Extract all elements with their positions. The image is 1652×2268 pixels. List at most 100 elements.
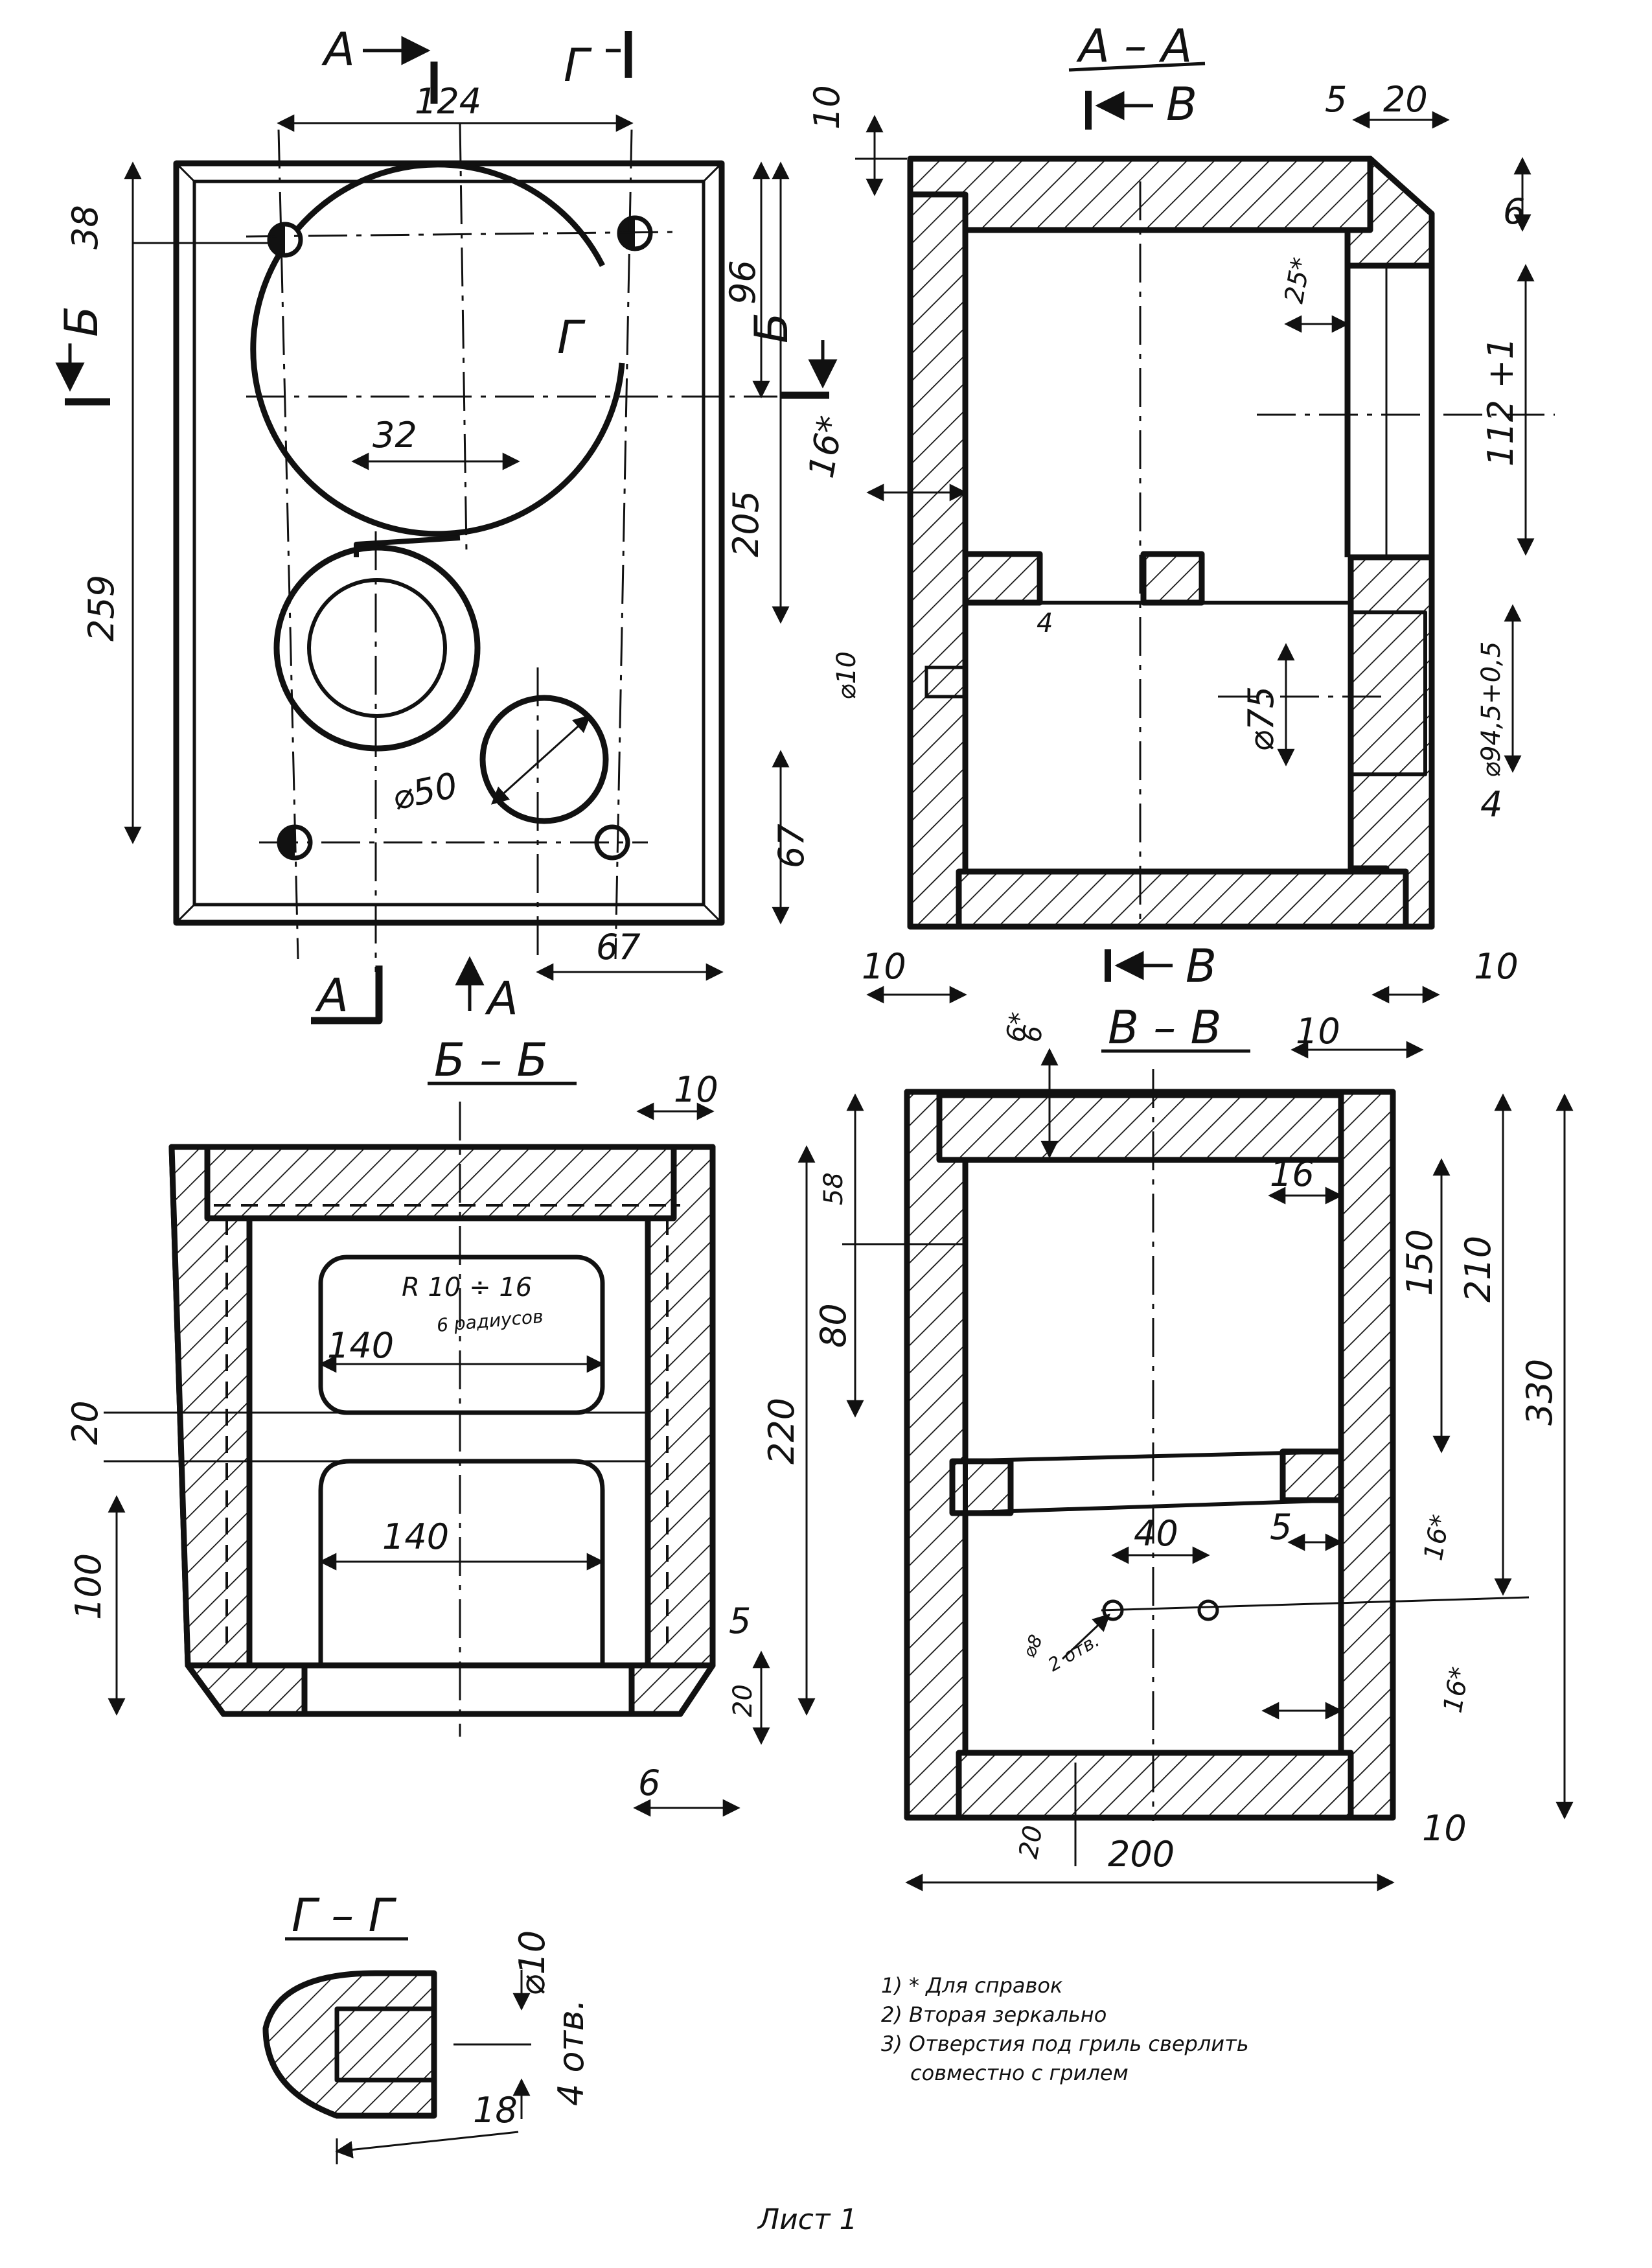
bb-right-wall <box>645 1144 716 1669</box>
dim-38: 38 <box>65 205 106 249</box>
notes-block: 1) * Для справок 2) Вторая зеркально 3) … <box>881 1973 1249 2085</box>
aa-dim-112: 112 +1 <box>1480 337 1521 467</box>
aa-dim-10-bottom-right: 10 <box>1474 946 1519 987</box>
vv-dim-10-bottom: 10 <box>1422 1808 1467 1849</box>
midrange-cutout-outer <box>273 544 481 752</box>
aa-dim-16: 16* <box>801 413 852 481</box>
section-mark-v-top: В <box>1166 78 1197 131</box>
front-panel-outline <box>173 160 725 926</box>
aa-left-wall <box>907 191 969 930</box>
aa-dim-dia-10: ⌀10 <box>832 651 862 700</box>
gg-dim-18: 18 <box>473 2090 518 2131</box>
midrange-cutout-inner <box>307 578 447 718</box>
gg-dim-4-holes: 4 отв. <box>551 1999 591 2106</box>
section-g-g: Г – Г ⌀10 4 отв. 18 <box>262 1889 591 2164</box>
note-3-continued: совместно с грилем <box>910 2061 1129 2085</box>
section-mark-g-top: Г <box>564 39 592 92</box>
bb-left-wall <box>168 1144 253 1669</box>
sheet-label: Лист 1 <box>757 2203 857 2236</box>
vv-right-wall <box>1338 1089 1396 1821</box>
aa-dim-6: 6 <box>1503 191 1525 232</box>
vv-bottom-wall <box>956 1750 1354 1821</box>
vv-dim-58: 58 <box>819 1172 849 1205</box>
bb-dim-140-lower: 140 <box>382 1516 449 1557</box>
dim-32: 32 <box>373 415 417 456</box>
vv-top-wall <box>936 1092 1344 1163</box>
bb-dim-20-bottom: 20 <box>728 1684 758 1717</box>
section-mark-v-bottom: В <box>1186 940 1217 993</box>
vv-dim-16-mid: 16* <box>1419 1512 1456 1563</box>
bb-dim-20: 20 <box>65 1400 106 1445</box>
aa-dim-20: 20 <box>1383 79 1428 120</box>
vv-shelf-right <box>1279 1448 1344 1503</box>
port-cutout <box>479 695 609 824</box>
bb-dim-220: 220 <box>761 1398 802 1464</box>
vv-dim-150: 150 <box>1399 1229 1440 1296</box>
woofer-cutout <box>250 161 625 537</box>
dim-124: 124 <box>415 81 481 122</box>
section-a-a: А – А 10 5 20 6 25* <box>801 19 1555 1045</box>
vv-shelf-left <box>949 1458 1014 1516</box>
bb-dim-10: 10 <box>674 1069 718 1110</box>
dim-dia-50: ⌀50 <box>389 765 461 818</box>
bb-dim-radius-count: 6 радиусов <box>436 1306 544 1336</box>
bb-dim-6: 6 <box>638 1763 660 1803</box>
note-3: 3) Отверстия под гриль сверлить <box>881 2031 1249 2056</box>
gg-hole <box>334 2006 437 2083</box>
vv-dim-20: 20 <box>1014 1823 1049 1861</box>
dim-67-horizontal: 67 <box>596 927 641 967</box>
vv-dim-10-top: 10 <box>1296 1011 1340 1052</box>
dim-205: 205 <box>726 491 766 557</box>
bb-bottom-left <box>185 1662 308 1717</box>
dim-67-vertical: 67 <box>771 824 812 868</box>
front-view: 124 38 96 259 205 32 ⌀50 67 67 А Г Б Б Г… <box>55 23 838 1025</box>
aa-dim-5: 5 <box>1325 79 1347 120</box>
section-mark-b-right: Б <box>745 312 798 343</box>
vv-dim-5: 5 <box>1270 1507 1292 1547</box>
vv-dim-80: 80 <box>813 1303 854 1348</box>
vv-dim-16: 16 <box>1270 1153 1314 1194</box>
section-v-v-title: В – В <box>1108 1001 1222 1054</box>
bb-lower-window <box>318 1459 605 1665</box>
gg-grille-block <box>262 1970 437 2119</box>
bb-dim-radius: R 10 ÷ 16 <box>402 1273 532 1302</box>
aa-dim-dia-94: ⌀94,5+0,5 <box>1476 642 1506 778</box>
aa-dim-dia-75: ⌀75 <box>1241 686 1281 752</box>
aa-shelf-left <box>962 551 1043 606</box>
section-mark-a-top: А <box>321 23 355 76</box>
section-mark-a-bottom-right: А <box>485 972 518 1025</box>
bb-dim-100: 100 <box>68 1553 109 1620</box>
bb-top-wall <box>204 1144 677 1221</box>
section-g-g-title: Г – Г <box>292 1889 397 1942</box>
section-mark-g-inner: Г <box>557 311 586 364</box>
front-panel-inner-edge <box>192 179 706 907</box>
vv-dim-40: 40 <box>1134 1513 1178 1554</box>
aa-shelf-mid <box>1140 551 1205 606</box>
bb-dim-5: 5 <box>729 1601 751 1641</box>
section-mark-b-left: Б <box>55 306 108 337</box>
section-b-b-title: Б – Б <box>434 1034 548 1087</box>
vv-dim-210: 210 <box>1458 1236 1498 1302</box>
bb-bottom-right <box>628 1662 716 1717</box>
vv-dim-dia-8: ⌀8 <box>1018 1632 1047 1661</box>
dim-259: 259 <box>81 575 122 642</box>
aa-dim-4-right: 4 <box>1480 784 1502 825</box>
vv-dim-2-holes: 2 отв. <box>1044 1630 1103 1676</box>
gg-dim-dia-10: ⌀10 <box>512 1930 553 1996</box>
vv-dim-16-bottom: 16* <box>1438 1665 1476 1715</box>
aa-dim-4-left: 4 <box>1037 608 1053 638</box>
section-mark-a-bottom-left: А <box>315 969 349 1022</box>
vv-hole <box>1197 1599 1219 1621</box>
vv-left-wall <box>904 1089 969 1821</box>
section-v-v: В – В 6 10 58 16 80 15 <box>813 1001 1574 1892</box>
bb-dim-140-upper: 140 <box>327 1325 394 1366</box>
vv-dim-200: 200 <box>1108 1834 1175 1875</box>
note-2: 2) Вторая зеркально <box>881 2002 1107 2027</box>
aa-dim-6-star: 6* <box>1001 1010 1035 1045</box>
section-b-b: Б – Б 10 R 10 ÷ 16 6 радиусов 140 20 140 <box>65 1034 816 1817</box>
aa-driver-recess <box>1349 610 1427 776</box>
note-1: 1) * Для справок <box>881 1973 1063 1998</box>
aa-dim-10-top: 10 <box>807 85 847 130</box>
vv-dim-330: 330 <box>1519 1359 1560 1426</box>
